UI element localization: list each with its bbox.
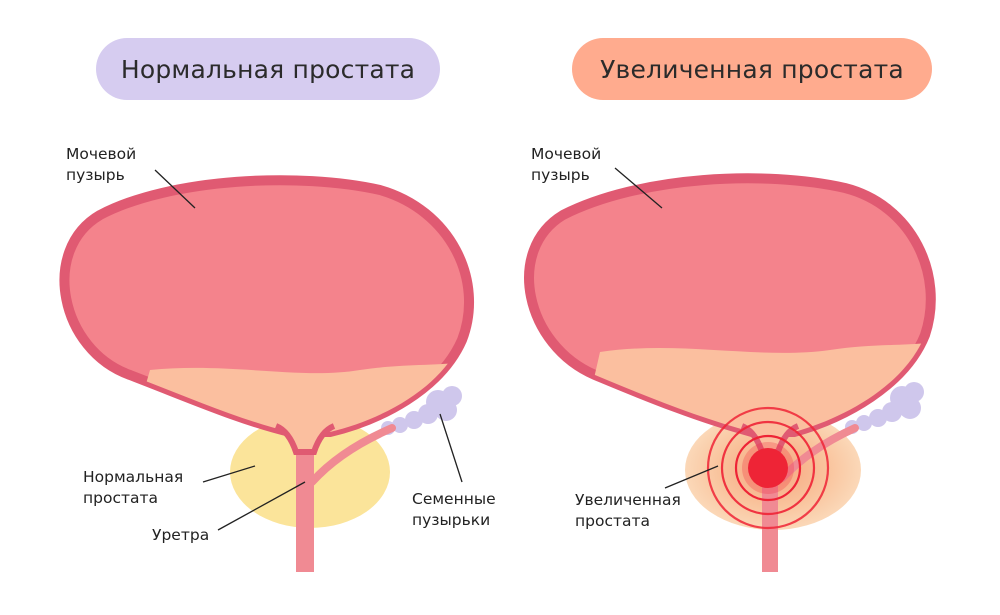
enlarged-bladder-pointer [614,167,663,209]
enlarged-prostate-label: Увеличенная простата [575,491,681,530]
inflammation-rings [706,406,830,530]
enlarged-prostate-pointer [664,465,719,489]
normal-prostate-label: Нормальная простата [83,468,184,507]
normal-ejaculatory-duct [308,424,396,486]
enlarged-prostate-title-pill: Увеличенная простата [572,38,932,100]
normal-diagram [59,169,475,572]
normal-prostate-title: Нормальная простата [120,54,416,84]
normal-bladder-neck [274,423,336,455]
vesicles-pointer [439,413,463,483]
urethra-pointer [217,481,306,531]
enlarged-bladder-label: Мочевой пузырь [531,145,602,184]
normal-prostate-pointer [202,465,256,483]
normal-bladder-label: Мочевой пузырь [66,145,137,184]
seminal-vesicles-label: Семенные пузырьки [412,490,496,529]
normal-bladder-pointer [154,169,196,209]
inflammation-core [748,448,788,488]
normal-prostate-title-pill: Нормальная простата [96,38,440,100]
enlarged-prostate-title: Увеличенная простата [600,54,904,84]
urethra-label: Уретра [152,526,210,544]
